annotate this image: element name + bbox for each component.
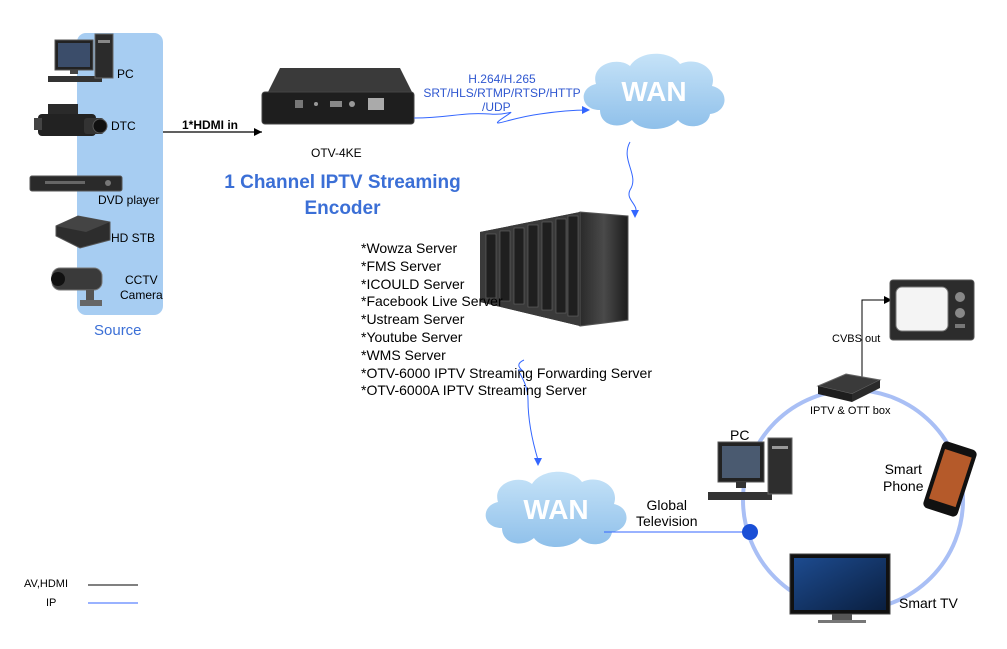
dvd-player-icon bbox=[29, 175, 123, 192]
smart-phone-label: Smart Phone bbox=[883, 461, 923, 495]
wan-cloud-top: WAN bbox=[583, 53, 725, 130]
server-item: *ICOULD Server bbox=[361, 275, 465, 292]
source-label-dtc: DTC bbox=[111, 119, 136, 133]
smart-phone-line2: Phone bbox=[883, 478, 924, 494]
source-label-stb: HD STB bbox=[111, 231, 156, 245]
protocol-line1: H.264/H.265 bbox=[468, 72, 536, 86]
encoder-device-icon bbox=[261, 68, 415, 125]
desktop-pc-icon bbox=[48, 33, 114, 82]
global-tv-line1: Global bbox=[646, 497, 687, 513]
legend-label-ip: IP bbox=[46, 597, 57, 609]
source-label-dvd: DVD player bbox=[98, 193, 160, 207]
encoder-title-line2: Encoder bbox=[304, 198, 381, 219]
server-item: *Facebook Live Server bbox=[361, 293, 503, 310]
hdmi-in-label: 1*HDMI in bbox=[182, 118, 239, 132]
ring-pc-label: PC bbox=[730, 427, 750, 443]
smartphone-icon bbox=[923, 441, 977, 517]
encoder-title-line1: 1 Channel IPTV Streaming bbox=[224, 172, 461, 193]
server-item: *Wowza Server bbox=[361, 240, 458, 256]
video-camera-icon bbox=[34, 104, 108, 136]
server-item: *Ustream Server bbox=[361, 311, 465, 328]
wan-cloud-bottom: WAN bbox=[485, 471, 627, 547]
encoder-model-label: OTV-4KE bbox=[311, 146, 362, 160]
protocol-line3: /UDP bbox=[482, 100, 511, 114]
protocol-line2: SRT/HLS/RTMP/RTSP/HTTP bbox=[423, 86, 581, 100]
global-tv-line2: Television bbox=[636, 513, 698, 529]
wan-top-label: WAN bbox=[621, 76, 686, 107]
cvbs-label: CVBS out bbox=[832, 333, 881, 345]
smart-tv-icon bbox=[789, 553, 891, 623]
cctv-camera-icon bbox=[51, 267, 103, 306]
ip-link-server-wan bbox=[518, 359, 539, 461]
source-label-pc: PC bbox=[117, 67, 134, 81]
server-item: *OTV-6000 IPTV Streaming Forwarding Serv… bbox=[361, 364, 653, 381]
source-label-cctv: CCTV Camera bbox=[120, 273, 163, 302]
server-item: *OTV-6000A IPTV Streaming Server bbox=[361, 382, 587, 399]
server-farm-icon bbox=[480, 211, 629, 327]
source-title: Source bbox=[94, 322, 142, 339]
legend-label-avhdmi: AV,HDMI bbox=[24, 578, 69, 590]
global-tv-label: Global Television bbox=[636, 497, 697, 529]
encoder-title: 1 Channel IPTV Streaming Encoder bbox=[200, 170, 485, 222]
server-item: *FMS Server bbox=[361, 257, 442, 274]
iptv-ott-box-icon bbox=[816, 373, 882, 402]
source-panel bbox=[77, 33, 163, 315]
ip-link-wan-server bbox=[626, 141, 637, 215]
protocol-label: H.264/H.265 SRT/HLS/RTMP/RTSP/HTTP /UDP bbox=[412, 72, 592, 114]
server-list: *Wowza Server *FMS Server *ICOULD Server… bbox=[361, 240, 652, 400]
set-top-box-icon bbox=[55, 215, 111, 249]
iptv-box-label: IPTV & OTT box bbox=[810, 405, 891, 417]
ip-link-encoder-wan bbox=[413, 109, 589, 124]
wan-bottom-label: WAN bbox=[523, 494, 588, 525]
crt-tv-icon bbox=[889, 279, 975, 341]
smart-tv-label: Smart TV bbox=[899, 595, 958, 611]
server-item: *WMS Server bbox=[361, 346, 446, 363]
server-item: *Youtube Server bbox=[361, 328, 463, 345]
ring-hub-dot bbox=[742, 524, 758, 540]
smart-phone-line1: Smart bbox=[884, 461, 922, 477]
ring-pc-icon bbox=[708, 437, 793, 500]
